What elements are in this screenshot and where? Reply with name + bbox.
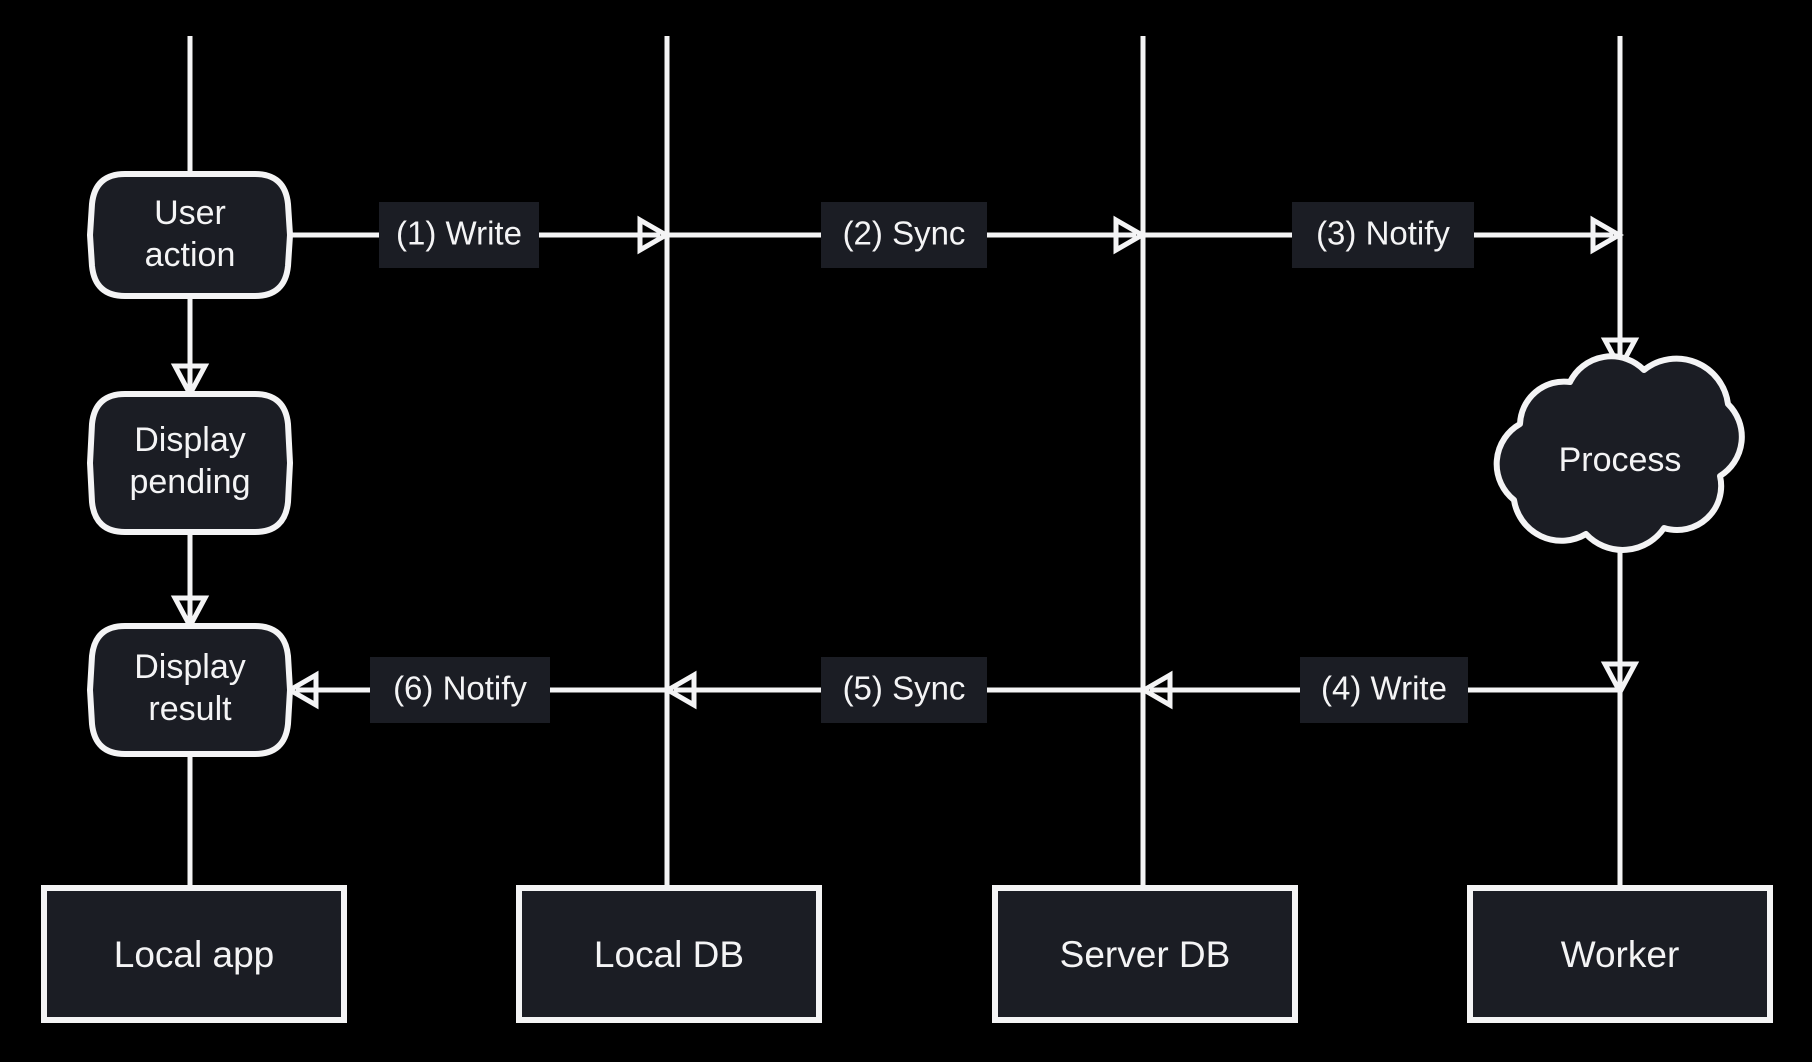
node-display-result-label-line2: result xyxy=(148,690,232,728)
actor-worker-label: Worker xyxy=(1561,934,1680,975)
node-process-cloud-shape xyxy=(1493,353,1745,553)
edge-label-6-box xyxy=(370,657,550,723)
edge-3-arrowhead-icon xyxy=(1590,215,1625,255)
edge-label-3: (3) Notify xyxy=(1292,202,1474,268)
edge-1-arrowhead-icon xyxy=(637,215,672,255)
actor-local-app[interactable]: Local app xyxy=(41,885,347,1023)
node-display-result-shape xyxy=(87,623,293,757)
node-display-pending-label-line2: pending xyxy=(129,463,250,501)
edge-label-1: (1) Write xyxy=(379,202,539,268)
node-user-action-label-line1: User xyxy=(154,194,226,232)
node-display-result-label-line1: Display xyxy=(134,648,245,686)
process-to-write-arrowhead-icon xyxy=(1600,661,1640,698)
actor-local-app-box xyxy=(41,885,347,1023)
edge-label-5-text: (5) Sync xyxy=(843,670,966,707)
pending-to-result-arrowhead-icon xyxy=(170,595,210,632)
edge-label-2-box xyxy=(821,202,987,268)
edge-4-arrowhead-icon xyxy=(1138,670,1173,710)
edge-label-5-box xyxy=(821,657,987,723)
actor-local-db-label: Local DB xyxy=(594,934,744,975)
node-display-pending[interactable]: Display pending xyxy=(87,391,293,535)
node-user-action-shape xyxy=(87,171,293,299)
actor-worker[interactable]: Worker xyxy=(1467,885,1773,1023)
edge-2-arrowhead-icon xyxy=(1113,215,1148,255)
user-action-to-pending-arrowhead-icon xyxy=(170,363,210,400)
node-process-label: Process xyxy=(1559,441,1682,479)
node-display-result[interactable]: Display result xyxy=(87,623,293,757)
actor-worker-box xyxy=(1467,885,1773,1023)
actor-server-db-label: Server DB xyxy=(1060,934,1231,975)
actor-local-app-label: Local app xyxy=(114,934,274,975)
node-user-action-label-line2: action xyxy=(145,236,236,274)
lifelines-group xyxy=(187,36,1623,888)
edge-label-6-text: (6) Notify xyxy=(393,670,527,707)
actor-server-db-box xyxy=(992,885,1298,1023)
actor-local-db[interactable]: Local DB xyxy=(516,885,822,1023)
edge-label-1-text: (1) Write xyxy=(396,215,522,252)
edge-label-4: (4) Write xyxy=(1300,657,1468,723)
actor-server-db[interactable]: Server DB xyxy=(992,885,1298,1023)
edge-label-6: (6) Notify xyxy=(370,657,550,723)
edge-5-arrowhead-icon xyxy=(662,670,697,710)
edge-label-3-text: (3) Notify xyxy=(1316,215,1450,252)
edge-lines-group xyxy=(170,215,1640,710)
node-process[interactable]: Process xyxy=(1493,353,1745,553)
edge-label-5: (5) Sync xyxy=(821,657,987,723)
node-user-action[interactable]: User action xyxy=(87,171,293,299)
node-display-pending-label-line1: Display xyxy=(134,421,245,459)
edge-label-1-box xyxy=(379,202,539,268)
edge-label-3-box xyxy=(1292,202,1474,268)
edge-label-2: (2) Sync xyxy=(821,202,987,268)
edge-label-4-text: (4) Write xyxy=(1321,670,1447,707)
edge-6-arrowhead-icon xyxy=(284,670,319,710)
node-display-pending-shape xyxy=(87,391,293,535)
actor-local-db-box xyxy=(516,885,822,1023)
edge-label-2-text: (2) Sync xyxy=(843,215,966,252)
edge-label-4-box xyxy=(1300,657,1468,723)
